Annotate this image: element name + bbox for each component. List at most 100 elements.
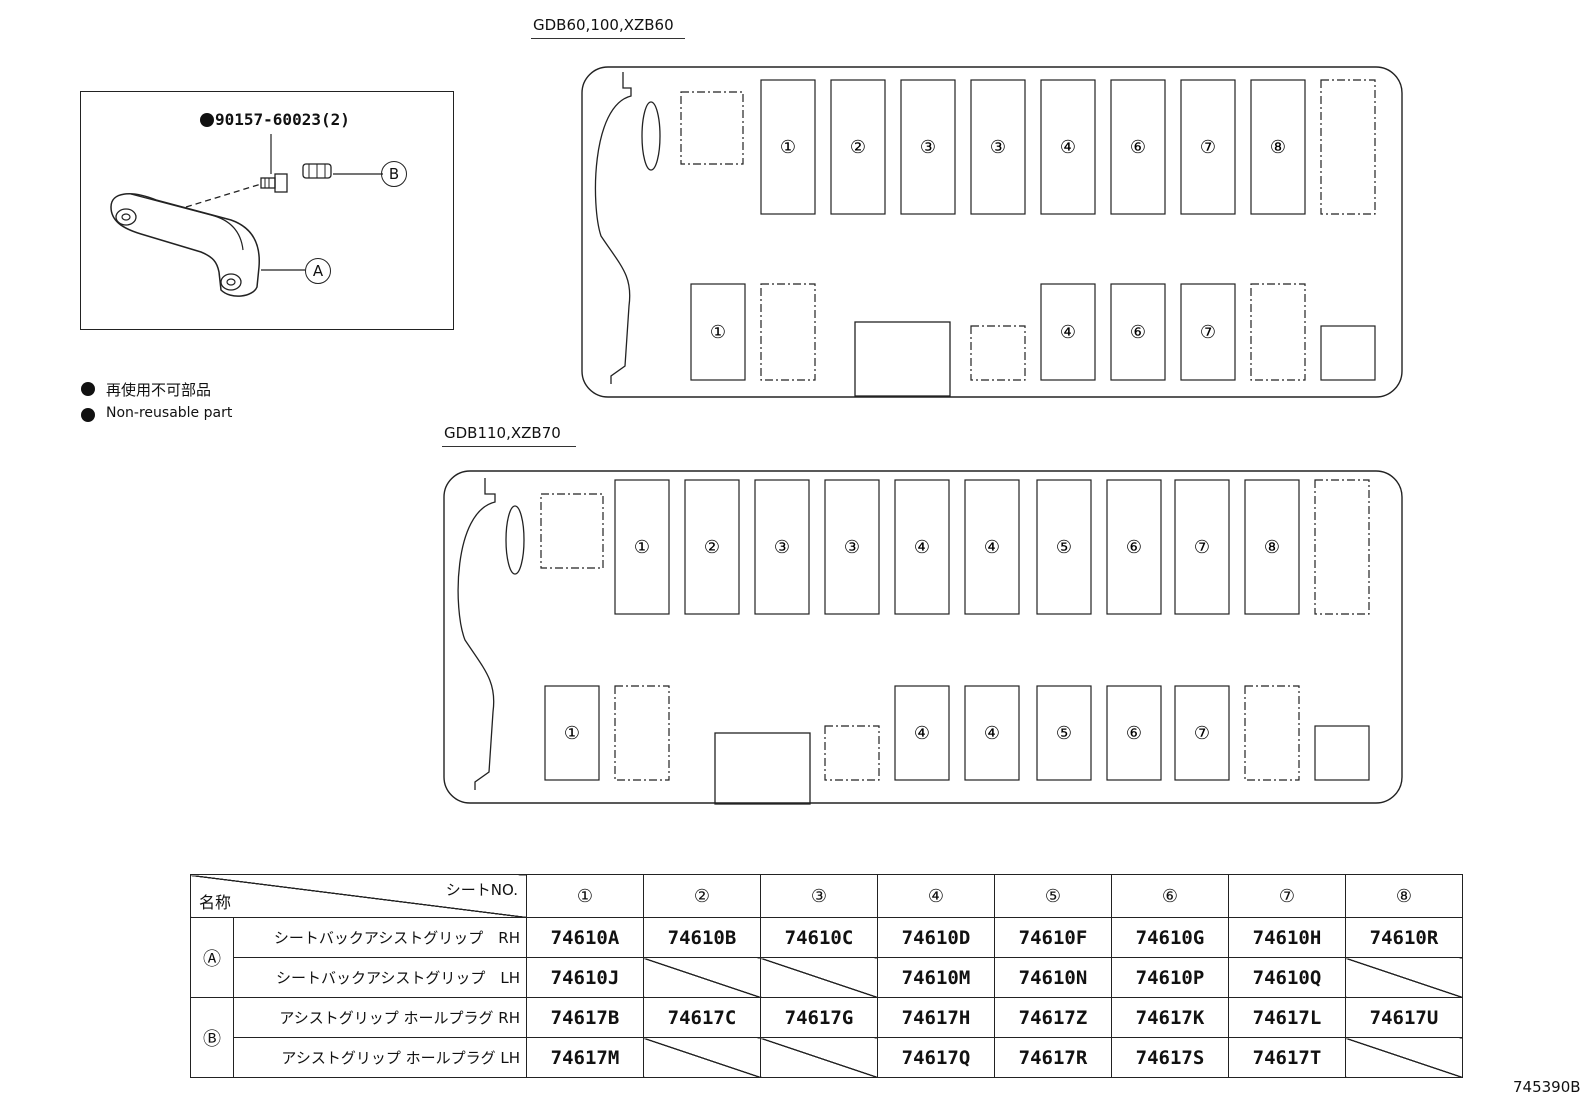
layout2-bottom-seat-9 bbox=[1174, 685, 1230, 781]
layout1-top-seat-8-label: ⑧ bbox=[1270, 137, 1286, 158]
layout2-top-seat-6-label: ④ bbox=[984, 537, 1000, 558]
layout1-top-seat-5 bbox=[1040, 79, 1096, 215]
part-name: シートバックアシストグリップ RH bbox=[233, 917, 527, 958]
layout2-bottom-seat-10 bbox=[1244, 685, 1300, 781]
seat-header-8: ⑧ bbox=[1345, 874, 1463, 918]
assist-grip-exploded-drawing bbox=[110, 134, 383, 297]
layout1-bottom-seat-1 bbox=[690, 283, 746, 381]
not-applicable-cell bbox=[643, 957, 761, 998]
layout2-bottom-seat-6-label: ④ bbox=[984, 723, 1000, 744]
seat-header-5: ⑤ bbox=[994, 874, 1112, 918]
layout2-bottom-seat-11 bbox=[1314, 725, 1370, 781]
seat-header-6: ⑥ bbox=[1111, 874, 1229, 918]
legend-en: Non-reusable part bbox=[106, 405, 233, 421]
part-code: 74610N bbox=[994, 957, 1112, 998]
part-code: 74617M bbox=[526, 1037, 644, 1078]
part-code: 74610R bbox=[1345, 917, 1463, 958]
layout1-bottom-seat-8 bbox=[1250, 283, 1306, 381]
layout-1-title: GDB60,100,XZB60 bbox=[533, 16, 674, 34]
layout1-bottom-seat-6-label: ⑥ bbox=[1130, 322, 1146, 343]
part-name: シートバックアシストグリップ LH bbox=[233, 957, 527, 998]
part-code: 74617R bbox=[994, 1037, 1112, 1078]
part-code: 74610C bbox=[760, 917, 878, 958]
legend-dot-icon-jp bbox=[81, 382, 95, 396]
layout2-top-seat-6 bbox=[964, 479, 1020, 615]
part-code: 74617K bbox=[1111, 997, 1229, 1038]
layout2-top-seat-9 bbox=[1174, 479, 1230, 615]
part-code: 74617G bbox=[760, 997, 878, 1038]
table-header-row: 名称 シートNO. ① ② ③ ④ ⑤ ⑥ ⑦ ⑧ bbox=[190, 874, 1463, 918]
layout2-top-seat-1-label: ① bbox=[634, 537, 650, 558]
part-code: 74617Z bbox=[994, 997, 1112, 1038]
part-code: 74610D bbox=[877, 917, 995, 958]
part-code: 74617H bbox=[877, 997, 995, 1038]
callout-a: A bbox=[305, 258, 331, 284]
detail-view-box: B A 90157-60023(2) bbox=[80, 91, 454, 330]
part-code: 74610H bbox=[1228, 917, 1346, 958]
layout2-bottom-seat-8 bbox=[1106, 685, 1162, 781]
part-code: 74610P bbox=[1111, 957, 1229, 998]
bolt-icon bbox=[260, 173, 288, 193]
layout2-bottom-seat-4 bbox=[824, 725, 880, 781]
seat-header-2: ② bbox=[643, 874, 761, 918]
layout2-top-seat-3-label: ③ bbox=[774, 537, 790, 558]
not-applicable-cell bbox=[760, 957, 878, 998]
layout1-bottom-seat-1-label: ① bbox=[710, 322, 726, 343]
layout-2-title-underline bbox=[442, 446, 576, 447]
layout1-top-seat-7-label: ⑦ bbox=[1200, 137, 1216, 158]
layout2-top-seat-10-label: ⑧ bbox=[1264, 537, 1280, 558]
layout2-top-seat-2-label: ② bbox=[704, 537, 720, 558]
part-code: 74610J bbox=[526, 957, 644, 998]
hole-plug-icon bbox=[302, 163, 332, 179]
bolt-part-number: 90157-60023(2) bbox=[215, 110, 350, 129]
layout-1-title-underline bbox=[531, 38, 685, 39]
layout2-bottom-seat-9-label: ⑦ bbox=[1194, 723, 1210, 744]
layout1-bottom-seat-5 bbox=[1040, 283, 1096, 381]
layout1-top-seat-7 bbox=[1180, 79, 1236, 215]
layout1-top-seat-2 bbox=[830, 79, 886, 215]
layout1-top-seat-9 bbox=[1320, 79, 1376, 215]
part-code: 74617U bbox=[1345, 997, 1463, 1038]
layout1-bottom-seat-9 bbox=[1320, 325, 1376, 381]
layout1-bottom-seat-6 bbox=[1110, 283, 1166, 381]
part-code: 74610B bbox=[643, 917, 761, 958]
layout2-top-seat-1 bbox=[614, 479, 670, 615]
layout2-bottom-seat-2 bbox=[614, 685, 670, 781]
layout1-top-seat-2-label: ② bbox=[850, 137, 866, 158]
non-reusable-dot-icon bbox=[200, 113, 214, 127]
layout2-top-seat-0 bbox=[540, 493, 604, 569]
layout2-top-seat-5-label: ④ bbox=[914, 537, 930, 558]
not-applicable-cell bbox=[1345, 957, 1463, 998]
callout-b: B bbox=[381, 161, 407, 187]
part-code: 74617B bbox=[526, 997, 644, 1038]
layout1-top-seat-6 bbox=[1110, 79, 1166, 215]
part-code: 74617T bbox=[1228, 1037, 1346, 1078]
legend-jp: 再使用不可部品 bbox=[106, 381, 212, 399]
seat-header-1: ① bbox=[526, 874, 644, 918]
layout1-top-seat-6-label: ⑥ bbox=[1130, 137, 1146, 158]
layout1-bottom-seat-2 bbox=[760, 283, 816, 381]
part-name: アシストグリップ ホールプラグ RH bbox=[233, 997, 527, 1038]
layout1-top-seat-5-label: ④ bbox=[1060, 137, 1076, 158]
layout2-top-seat-4-label: ③ bbox=[844, 537, 860, 558]
layout2-bottom-seat-7-label: ⑤ bbox=[1056, 723, 1072, 744]
layout1-top-seat-3 bbox=[900, 79, 956, 215]
legend-dot-icon-en bbox=[81, 408, 95, 422]
layout2-top-seat-4 bbox=[824, 479, 880, 615]
header-corner-cell: 名称 シートNO. bbox=[190, 874, 527, 918]
layout2-top-seat-7 bbox=[1036, 479, 1092, 615]
part-code: 74610F bbox=[994, 917, 1112, 958]
part-code: 74610Q bbox=[1228, 957, 1346, 998]
layout2-top-seat-11 bbox=[1314, 479, 1370, 615]
layout2-top-seat-8 bbox=[1106, 479, 1162, 615]
layout2-top-seat-7-label: ⑤ bbox=[1056, 537, 1072, 558]
not-applicable-cell bbox=[1345, 1037, 1463, 1078]
header-seat-no-label: シートNO. bbox=[445, 881, 518, 899]
layout2-top-seat-2 bbox=[684, 479, 740, 615]
layout1-bottom-seat-7 bbox=[1180, 283, 1236, 381]
